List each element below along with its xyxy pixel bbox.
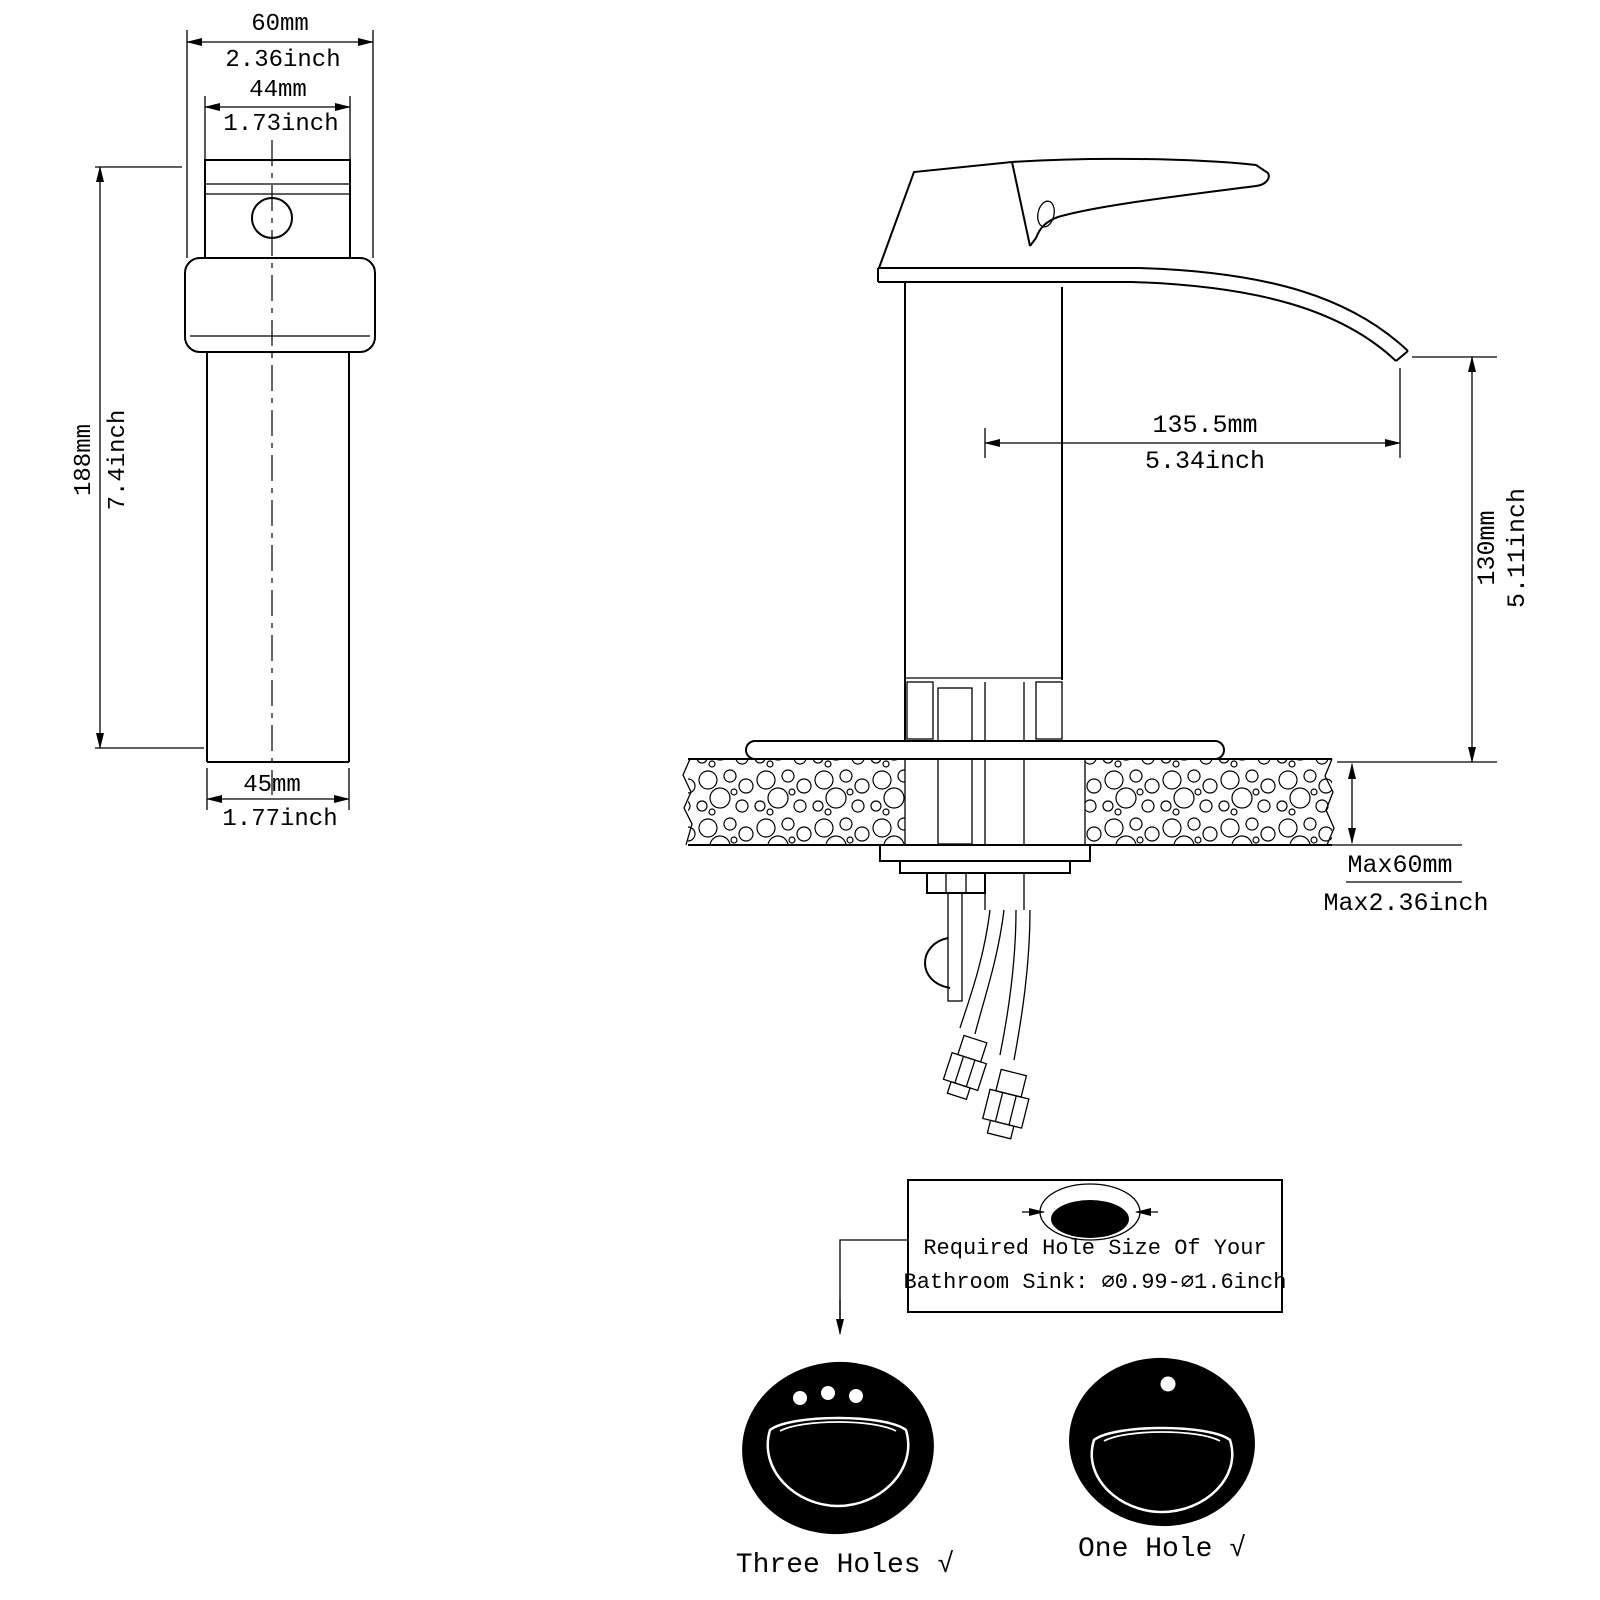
dim-base-width-inch: 1.77inch: [222, 806, 337, 833]
dim-spout-width-mm: 44mm: [249, 77, 307, 104]
side-view: 135.5mm 5.34inch 130mm 5.11inch Max60mm …: [682, 157, 1532, 1140]
dim-height: 188mm 7.4inch: [71, 166, 204, 749]
mounting-hook: [924, 937, 951, 989]
dim-spout-reach: 135.5mm 5.34inch: [984, 368, 1401, 476]
dim-height-mm: 188mm: [71, 424, 98, 496]
waterfall-spout: [877, 267, 1409, 362]
dim-top-width-inch: 2.36inch: [225, 47, 340, 74]
countertop: [682, 758, 1335, 846]
faucet-head-side: [878, 157, 1270, 269]
basin-outline-three: [766, 1416, 910, 1508]
supply-hoses: [942, 909, 1031, 1140]
dim-top-width-mm: 60mm: [251, 11, 309, 38]
dim-spout-reach-inch: 5.34inch: [1145, 447, 1265, 476]
one-hole-label: One Hole √: [1078, 1534, 1246, 1565]
dim-top-width: 60mm 2.36inch: [186, 11, 374, 258]
deck-plate: [745, 740, 1225, 760]
hose-connector-right: [982, 1068, 1030, 1140]
dim-counter-thickness-mm: Max60mm: [1347, 851, 1452, 880]
threaded-stud: [937, 687, 973, 845]
dim-height-inch: 7.4inch: [105, 410, 132, 511]
basin-outline-one: [1090, 1426, 1234, 1514]
faucet-hole-single: [1160, 1376, 1176, 1392]
mounting-nut: [926, 872, 986, 894]
sink-option-three-holes: Three Holes √: [736, 1361, 954, 1581]
dim-spout-width-inch: 1.73inch: [223, 111, 338, 138]
dim-counter-thickness: Max60mm Max2.36inch: [1323, 763, 1489, 918]
leader-line: [839, 1239, 908, 1322]
mounting-washer: [879, 844, 1091, 862]
hole-note-line1: Required Hole Size Of Your: [923, 1236, 1266, 1261]
faucet-body-side: [904, 282, 1063, 910]
faucet-hole-left: [793, 1391, 807, 1405]
lever-handle: [1011, 157, 1270, 247]
dim-spout-height: 130mm 5.11inch: [1337, 356, 1532, 763]
dim-spout-reach-mm: 135.5mm: [1152, 411, 1257, 440]
hole-size-note: Required Hole Size Of Your Bathroom Sink…: [836, 1179, 1287, 1335]
dim-spout-height-inch: 5.11inch: [1503, 488, 1532, 608]
sink-option-one-hole: One Hole √: [1069, 1357, 1255, 1565]
dim-spout-width: 44mm 1.73inch: [204, 77, 351, 160]
hole-note-line2: Bathroom Sink: ∅0.99-∅1.6inch: [904, 1270, 1287, 1295]
rubber-gasket: [899, 860, 1071, 874]
front-view: 60mm 2.36inch 44mm 1.73inch: [71, 11, 376, 833]
three-holes-label: Three Holes √: [736, 1550, 954, 1581]
hose-connector-left: [942, 1034, 988, 1101]
dim-base-width-mm: 45mm: [243, 772, 301, 799]
faucet-front-outline: [184, 140, 376, 795]
dim-base-width: 45mm 1.77inch: [206, 768, 350, 833]
faucet-hole-center: [821, 1386, 835, 1400]
mounting-hardware: [879, 844, 1091, 1002]
faucet-hole-right: [849, 1389, 863, 1403]
dim-counter-thickness-inch: Max2.36inch: [1323, 889, 1488, 918]
collar-front: [184, 257, 376, 353]
dim-spout-height-mm: 130mm: [1473, 510, 1502, 585]
